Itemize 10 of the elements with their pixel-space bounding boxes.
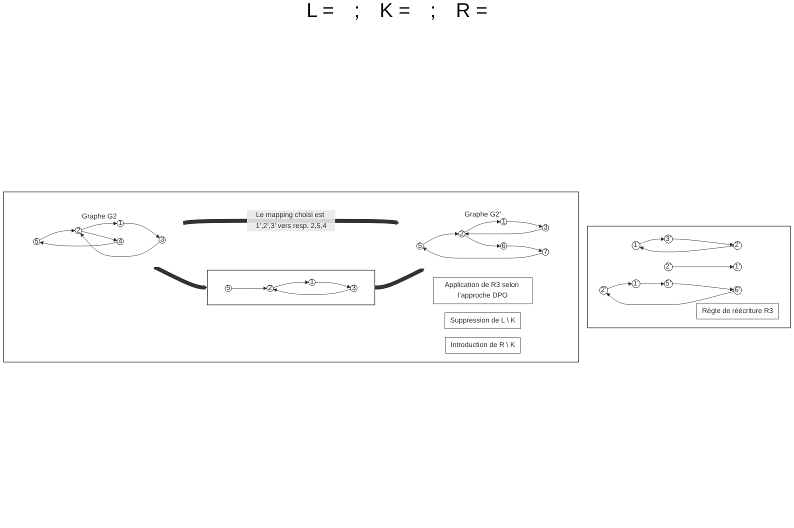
arrow (374, 268, 425, 290)
arrow (154, 265, 208, 290)
formula-text: ; (354, 0, 360, 24)
formula-text: ; (430, 0, 436, 24)
cluster (3, 192, 579, 362)
cluster (207, 270, 376, 306)
cluster (587, 226, 791, 328)
formula-text: R = (456, 0, 488, 24)
formula-text: K = (380, 0, 410, 24)
formula-text: L = (306, 0, 334, 24)
